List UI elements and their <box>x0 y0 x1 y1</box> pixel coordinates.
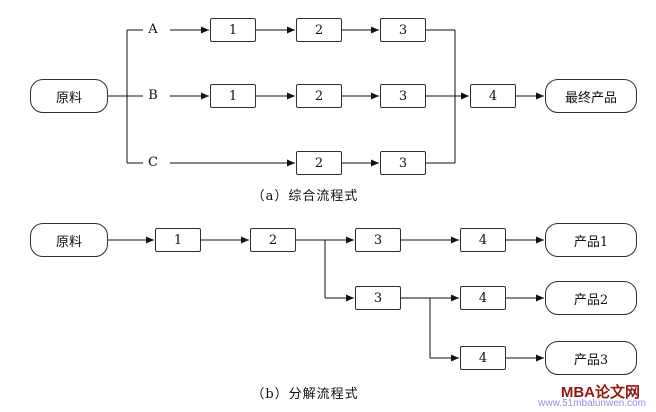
watermark-site-url: www.51mbalunwen.com <box>538 398 646 409</box>
diagram-a-rowB-step-2: 2 <box>296 84 342 108</box>
diagram-a-branch-label-b: B <box>148 88 158 103</box>
diagram-b-step-2: 2 <box>250 228 296 252</box>
diagram-a-sink-box: 最终产品 <box>545 79 637 113</box>
diagram-b-row2-step-3: 3 <box>355 286 401 310</box>
diagram-a-rowA-step-2: 2 <box>296 18 342 42</box>
diagram-a-rowC-step-2: 2 <box>296 151 342 175</box>
diagram-b-row1-step-3: 3 <box>355 228 401 252</box>
diagram-b-caption: （b）分解流程式 <box>251 387 359 402</box>
diagram-b-source-box: 原料 <box>30 223 108 257</box>
diagram-a-merge-step-4: 4 <box>470 84 516 108</box>
diagram-a-branch-label-a: A <box>148 22 158 37</box>
diagram-b-row1-step-4: 4 <box>460 228 506 252</box>
diagram-a-rowB-step-1: 1 <box>210 84 256 108</box>
diagram-b-product-1-box: 产品1 <box>545 223 637 257</box>
watermark-site-name: MBA论文网 <box>560 384 640 401</box>
diagram-a-rowA-step-3: 3 <box>380 18 426 42</box>
diagram-b-product-3-box: 产品3 <box>545 341 637 375</box>
diagram-b-row3-step-4: 4 <box>460 346 506 370</box>
diagram-b-product-2-box: 产品2 <box>545 281 637 315</box>
diagram-b-row2-step-4: 4 <box>460 286 506 310</box>
diagram-b-step-1: 1 <box>155 228 201 252</box>
diagram-a-rowC-step-3: 3 <box>380 151 426 175</box>
diagram-a-branch-label-c: C <box>148 155 158 170</box>
diagram-a-rowB-step-3: 3 <box>380 84 426 108</box>
diagram-a-rowA-step-1: 1 <box>210 18 256 42</box>
diagram-a-caption: （a）综合流程式 <box>251 189 359 204</box>
diagram-a-source-box: 原料 <box>30 79 108 113</box>
